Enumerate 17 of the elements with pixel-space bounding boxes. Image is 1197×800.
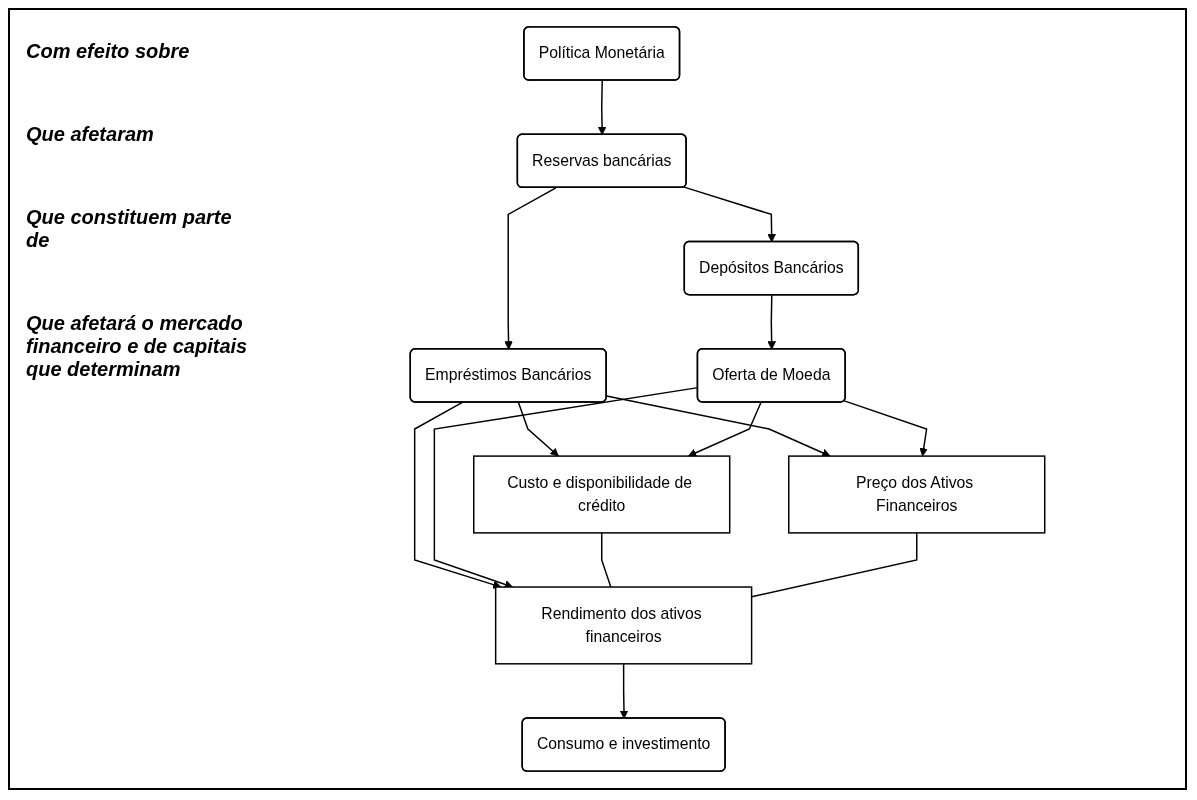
arrow [683, 186, 776, 243]
arrow [767, 294, 776, 350]
arrow [597, 79, 607, 136]
connector [601, 532, 612, 588]
arrow [413, 401, 502, 589]
annotation-text: Com efeito sobre [26, 40, 191, 63]
arrow [843, 400, 928, 457]
arrow [517, 401, 559, 457]
arrow [619, 663, 629, 719]
arrow [687, 401, 762, 457]
node-box: Custo e disponibilidade de crédito [473, 455, 731, 534]
annotation-text: Que afetará o mercado financeiro e de capitais que determinam [26, 312, 249, 381]
arrow [504, 187, 557, 350]
annotation-text: Que afetaram [26, 123, 155, 146]
node-box: Rendimento dos ativos financeiros [494, 586, 753, 665]
annotation-text: Que constituem parte de [26, 206, 233, 252]
node-box: Preço dos Ativos Financeiros [788, 455, 1046, 534]
